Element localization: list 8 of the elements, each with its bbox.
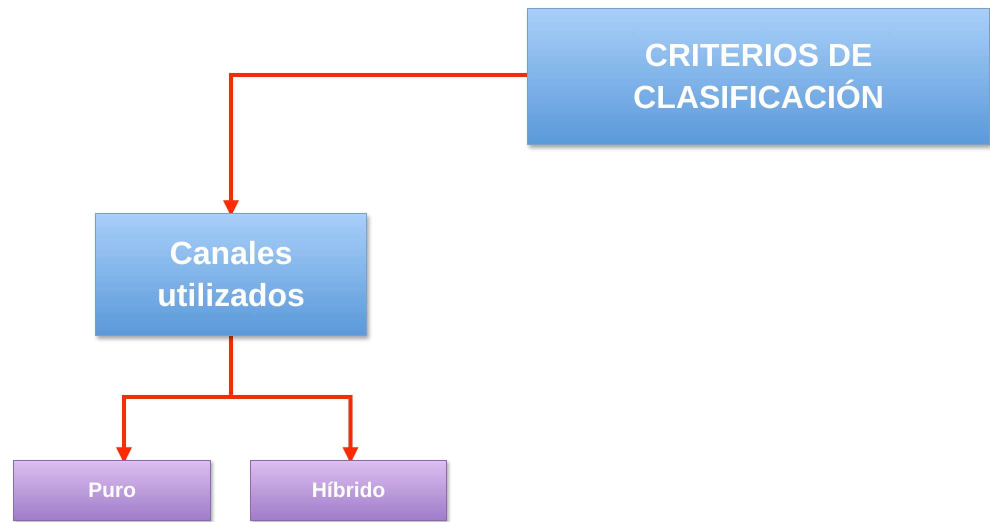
category-box xyxy=(13,460,211,521)
node-label: CRITERIOS DE CLASIFICACIÓN xyxy=(632,36,885,116)
node-label: Híbrido xyxy=(312,478,386,502)
node-label: Puro xyxy=(88,478,136,502)
node-label: Canales utilizados xyxy=(156,234,306,314)
category-box xyxy=(250,460,447,521)
heading-box xyxy=(95,213,367,336)
heading-box xyxy=(527,8,990,145)
